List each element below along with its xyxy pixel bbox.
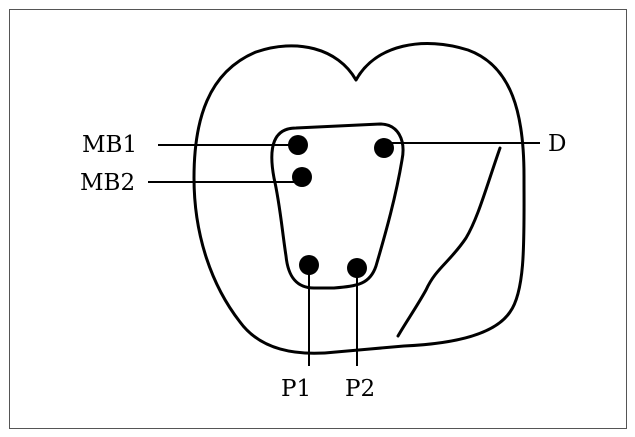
label-mb2: MB2	[80, 170, 135, 196]
label-mb1: MB1	[82, 132, 137, 158]
label-d: D	[548, 131, 566, 157]
label-p2: P2	[345, 376, 375, 402]
ridge-line	[396, 146, 502, 338]
canal-orifice-mb2	[292, 167, 312, 187]
pulp-chamber-outline	[270, 122, 405, 290]
label-p1: P1	[281, 376, 311, 402]
canal-orifice-d	[374, 138, 394, 158]
tooth-outline	[192, 42, 526, 355]
figure-frame	[9, 9, 627, 429]
